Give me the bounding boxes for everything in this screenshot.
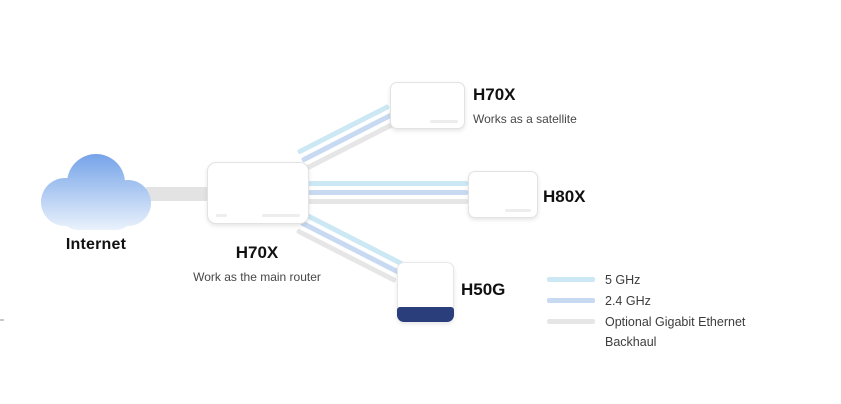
satellite-device-h50g [397, 262, 454, 322]
satellite-mid-model: H80X [543, 187, 586, 206]
main-router-model: H70X [235, 243, 279, 262]
stripe-24ghz [300, 111, 395, 163]
legend-swatch-24ghz [547, 298, 595, 303]
edge-artifact [0, 319, 4, 321]
main-router-caption: Work as the main router [193, 270, 321, 284]
connection-band-main-to-h80x [305, 181, 468, 204]
stripe-5ghz [305, 181, 468, 186]
internet-ethernet-link [146, 187, 210, 201]
main-router-device-h70x [207, 162, 309, 224]
internet-cloud-icon [38, 150, 154, 237]
satellite-top-caption: Works as a satellite [473, 112, 577, 126]
satellite-top-model: H70X [473, 85, 516, 104]
satellite-bottom-model: H50G [461, 280, 506, 299]
legend-label-5ghz: 5 GHz [605, 273, 641, 287]
brand-mark [216, 214, 227, 217]
main-router-label: H70X Work as the main router [177, 243, 337, 284]
connection-band-main-to-satellite-top [296, 103, 399, 171]
stripe-ethernet [305, 199, 468, 204]
satellite-device-h80x [468, 171, 538, 218]
legend-item-24ghz: 2.4 GHz [547, 291, 773, 311]
h50g-base-band [397, 307, 454, 322]
stripe-24ghz [305, 190, 468, 195]
satellite-top-label: H70X Works as a satellite [473, 85, 577, 126]
internet-label: Internet [65, 236, 127, 253]
legend-label-ethernet: Optional Gigabit Ethernet Backhaul [605, 315, 746, 349]
satellite-mid-label: H80X [543, 187, 586, 207]
legend-label-24ghz: 2.4 GHz [605, 294, 651, 308]
satellite-device-h70x [390, 82, 465, 129]
legend-swatch-5ghz [547, 277, 595, 282]
legend-swatch-ethernet [547, 319, 595, 324]
legend-item-5ghz: 5 GHz [547, 270, 773, 290]
legend-item-ethernet-backhaul: Optional Gigabit Ethernet Backhaul [547, 312, 773, 352]
brand-mark [262, 214, 300, 217]
brand-mark [430, 120, 458, 123]
brand-mark [505, 209, 531, 212]
satellite-bottom-label: H50G [461, 280, 505, 300]
